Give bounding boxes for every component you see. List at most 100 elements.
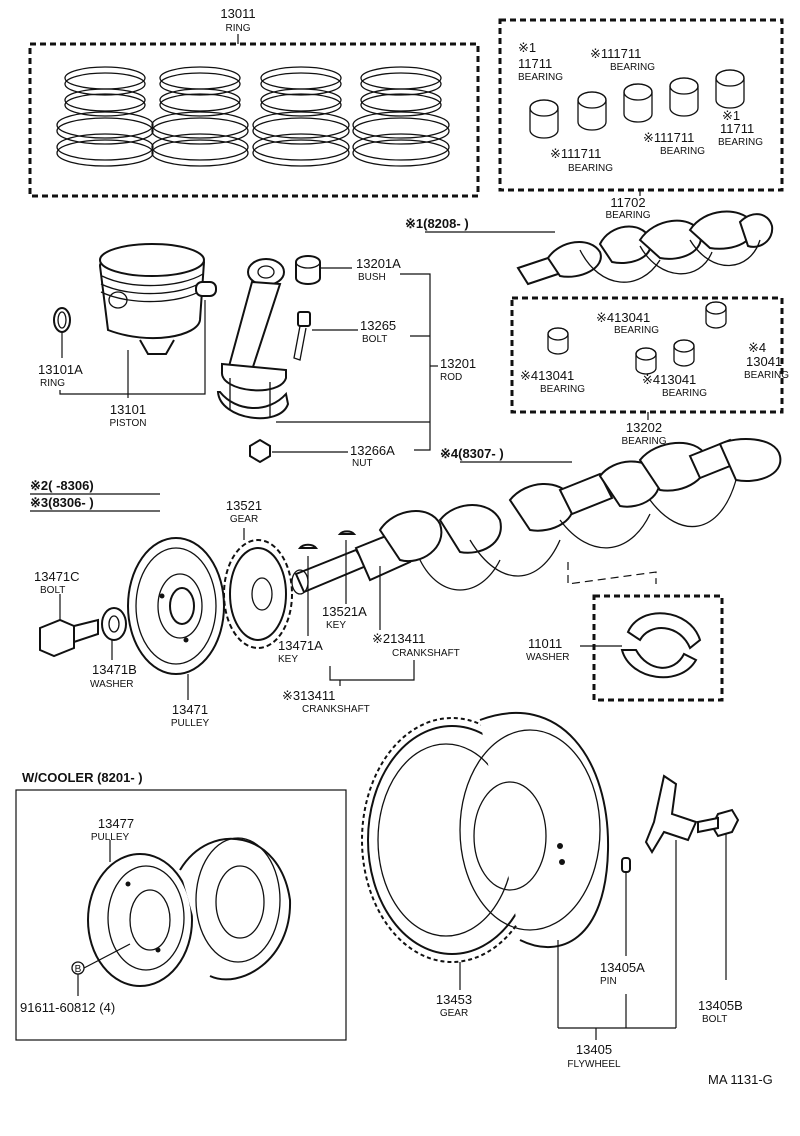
woodruff-key-small-icon <box>337 530 357 535</box>
label-13265-number: 13265 <box>360 318 396 333</box>
label-11711-e-prefix: ※1 <box>722 108 740 123</box>
label-11702-name: BEARING <box>605 210 650 221</box>
main-bearing-group: ※1 11711 BEARING ※111711 BEARING ※1 1171… <box>498 18 784 221</box>
label-13471c-number: 13471C <box>34 569 80 584</box>
label-13471a-name: KEY <box>278 654 298 665</box>
woodruff-key-icon <box>297 543 319 549</box>
label-13101-name: PISTON <box>109 418 146 429</box>
label-13201a-number: 13201A <box>356 256 401 271</box>
label-13101a-name: RING <box>40 378 65 389</box>
crankshaft-main-icon <box>291 438 782 595</box>
label-13041-d-name: BEARING <box>662 388 707 399</box>
rod-bush-icon <box>295 255 321 285</box>
label-11702-number: 11702 <box>610 195 645 210</box>
label-13405b-name: BOLT <box>702 1014 727 1025</box>
label-13471a-number: 13471A <box>278 638 323 653</box>
main-bearing-dashed-box <box>498 18 784 192</box>
label-91611-number: 91611-60812 (4) <box>20 1000 115 1015</box>
label-13041-b-number: 13041 <box>746 354 782 369</box>
label-11711-c-name: BEARING <box>568 163 613 174</box>
ring-set-dashed-box <box>28 42 480 198</box>
thrust-washer-dashed-box <box>592 594 724 702</box>
label-13405a-number: 13405A <box>600 960 645 975</box>
figure-code: MA 1131-G <box>708 1072 773 1087</box>
note-3-date-range: ※3(8306- ) <box>30 495 94 510</box>
note-2-date-range: ※2( -8306) <box>30 478 94 493</box>
timing-gear-icon <box>223 539 293 649</box>
connecting-rod-icon <box>216 258 290 420</box>
label-13202-name: BEARING <box>621 436 666 447</box>
label-313411-name: CRANKSHAFT <box>302 704 370 715</box>
label-13011-number: 13011 <box>220 6 255 21</box>
label-11711-b-number: ※111711 <box>590 46 641 61</box>
label-13201-number: 13201 <box>440 356 476 371</box>
label-13477-name: PULLEY <box>91 832 130 843</box>
main-bearing-shells-icon <box>529 69 745 139</box>
label-13453-name: GEAR <box>440 1008 468 1019</box>
label-11711-b-name: BEARING <box>610 62 655 73</box>
label-13521a-name: KEY <box>326 620 346 631</box>
label-13265-name: BOLT <box>362 334 387 345</box>
label-13405-number: 13405 <box>576 1042 612 1057</box>
crank-pulley-icon <box>127 537 225 675</box>
label-13041-d-number: ※413041 <box>642 372 696 387</box>
label-13041-b-name: BEARING <box>744 370 789 381</box>
rod-bearing-group: ※413041 BEARING ※4 13041 BEARING ※413041… <box>510 296 789 447</box>
label-13405b-number: 13405B <box>698 998 743 1013</box>
label-13011-name: RING <box>226 23 251 34</box>
label-11711-e-number: 11711 <box>720 121 754 136</box>
bolt-callout-b: B <box>75 964 82 975</box>
cooler-box <box>15 789 347 1041</box>
label-13453-number: 13453 <box>436 992 472 1007</box>
label-13266a-number: 13266A <box>350 443 395 458</box>
rod-bearing-dashed-box <box>510 296 784 414</box>
cooler-pulley-icon <box>87 837 292 987</box>
label-13101-number: 13101 <box>110 402 146 417</box>
label-11711-c-number: ※111711 <box>550 146 601 161</box>
piston-icon <box>98 243 217 355</box>
label-11011-number: 11011 <box>528 636 562 651</box>
label-13041-a-name: BEARING <box>614 325 659 336</box>
label-13041-b-prefix: ※4 <box>748 340 766 355</box>
crankshaft-upper-icon <box>516 210 774 286</box>
label-13041-c-name: BEARING <box>540 384 585 395</box>
label-13471b-name: WASHER <box>90 679 134 690</box>
label-13101a-number: 13101A <box>38 362 83 377</box>
pulley-bolt-icon <box>39 618 99 658</box>
label-13041-a-number: ※413041 <box>596 310 650 325</box>
flywheel-icon <box>459 712 610 949</box>
label-11711-e-name: BEARING <box>718 137 763 148</box>
label-13471c-name: BOLT <box>40 585 65 596</box>
label-11711-a-number: 11711 <box>518 56 552 71</box>
label-11711-a-name: BEARING <box>518 72 563 83</box>
label-13202-number: 13202 <box>626 420 662 435</box>
note-4-date-range: ※4(8307- ) <box>440 446 504 461</box>
label-13201-name: ROD <box>440 372 462 383</box>
label-11711-a-prefix: ※1 <box>518 40 536 55</box>
label-11711-d-number: ※111711 <box>643 130 694 145</box>
rod-bearing-shells-icon <box>547 301 727 375</box>
snap-ring-icon <box>53 307 71 333</box>
label-13521-number: 13521 <box>226 498 262 513</box>
label-213411-number: ※213411 <box>372 631 425 646</box>
note-1-date-range: ※1(8208- ) <box>405 216 469 231</box>
rod-nut-icon <box>249 438 271 464</box>
label-13201a-name: BUSH <box>358 272 386 283</box>
label-13405a-name: PIN <box>600 976 617 987</box>
pulley-washer-icon <box>101 607 127 641</box>
rod-bolt-icon <box>293 311 311 361</box>
label-13471b-number: 13471B <box>92 662 137 677</box>
flywheel-bolt-icon <box>697 808 740 838</box>
label-13471-number: 13471 <box>172 702 208 717</box>
label-213411-name: CRANKSHAFT <box>392 648 460 659</box>
label-13405-name: FLYWHEEL <box>567 1059 621 1070</box>
label-13266a-name: NUT <box>352 458 373 469</box>
cooler-heading: W/COOLER (8201- ) <box>22 770 143 785</box>
label-13521-name: GEAR <box>230 514 258 525</box>
label-11011-name: WASHER <box>526 652 570 663</box>
label-313411-number: ※313411 <box>282 688 335 703</box>
label-11711-d-name: BEARING <box>660 146 705 157</box>
lock-plate-icon <box>644 774 698 854</box>
label-13471-name: PULLEY <box>171 718 210 729</box>
